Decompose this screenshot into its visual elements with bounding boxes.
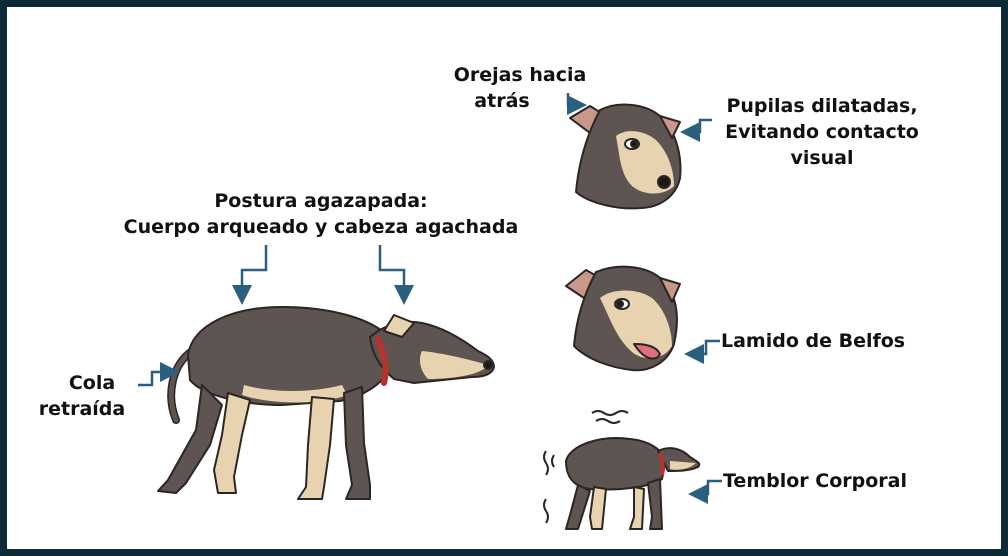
hind-leg-back bbox=[157, 384, 223, 494]
dog-shaking-illustration bbox=[543, 410, 701, 530]
label-ears-line1: Orejas hacia bbox=[453, 64, 587, 86]
right-ear bbox=[659, 115, 681, 139]
label-ears-line2: atrás bbox=[474, 90, 530, 112]
collar bbox=[375, 336, 389, 386]
dog-head-lip-licking-illustration bbox=[565, 265, 681, 372]
label-posture: Postura agazapada: Cuerpo arqueado y cab… bbox=[96, 188, 546, 240]
front-leg-front bbox=[343, 386, 371, 500]
tongue bbox=[633, 343, 661, 360]
shake-line-left bbox=[543, 450, 549, 476]
ear bbox=[383, 314, 415, 338]
label-posture-line2: Cuerpo arqueado y cabeza agachada bbox=[123, 216, 519, 238]
label-ears-back: Orejas hacia atrás bbox=[445, 62, 595, 114]
label-tail-line2: retraída bbox=[38, 398, 126, 420]
label-pupils: Pupilas dilatadas, Evitando contacto vis… bbox=[706, 93, 938, 171]
label-posture-line1: Postura agazapada: bbox=[214, 190, 428, 212]
front-leg-back bbox=[297, 396, 335, 500]
shake-line-top bbox=[591, 410, 629, 416]
hind-leg-front bbox=[213, 392, 251, 494]
label-pupils-line1: Pupilas dilatadas, bbox=[726, 95, 918, 117]
label-pupils-line3: visual bbox=[790, 147, 854, 169]
label-lip-licking: Lamido de Belfos bbox=[721, 330, 906, 352]
label-tail: Cola retraída bbox=[30, 370, 134, 422]
nose bbox=[657, 175, 671, 189]
label-pupils-line2: Evitando contacto bbox=[725, 121, 919, 143]
label-body-tremor: Temblor Corporal bbox=[723, 470, 907, 492]
nose bbox=[483, 360, 493, 370]
dog-crouching-illustration bbox=[157, 306, 495, 500]
dog-head-ears-back-illustration bbox=[569, 103, 682, 210]
label-tail-line1: Cola bbox=[68, 372, 116, 394]
